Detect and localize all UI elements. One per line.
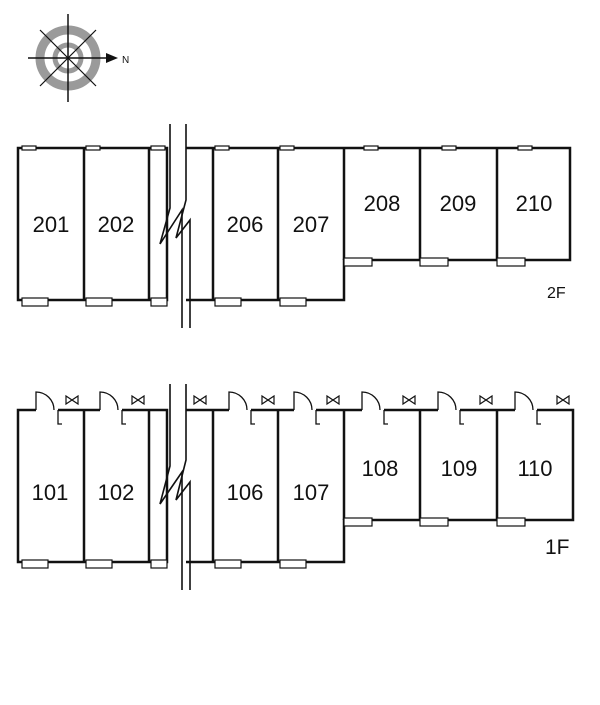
break-line-2f [159, 124, 191, 328]
unit-label: 207 [293, 212, 330, 237]
unit-label: 102 [98, 480, 135, 505]
unit-label: 206 [227, 212, 264, 237]
unit-label: 109 [441, 456, 478, 481]
break-line-1f [159, 384, 191, 590]
unit-label: 106 [227, 480, 264, 505]
unit-label: 110 [517, 456, 552, 481]
unit-label: 209 [440, 191, 477, 216]
unit-label: 107 [293, 480, 330, 505]
2f-window-marks [21, 145, 533, 307]
1f-unit-labels: 101 102 106 107 108 109 110 [32, 456, 553, 505]
unit-label: 108 [362, 456, 399, 481]
floor-2f [16, 146, 572, 302]
unit-label: 101 [32, 480, 69, 505]
unit-label: 210 [516, 191, 553, 216]
2f-unit-labels: 201 202 206 207 208 209 210 [33, 191, 553, 237]
unit-label: 208 [364, 191, 401, 216]
floor-label-1f: 1F [545, 536, 570, 559]
compass-icon: N [28, 14, 129, 102]
unit-label: 202 [98, 212, 135, 237]
1f-window-marks [21, 517, 526, 569]
compass-north-mark: N [122, 55, 129, 66]
1f-door-marks [35, 391, 570, 425]
unit-label: 201 [33, 212, 70, 237]
floor-label-2f: 2F [547, 285, 566, 302]
